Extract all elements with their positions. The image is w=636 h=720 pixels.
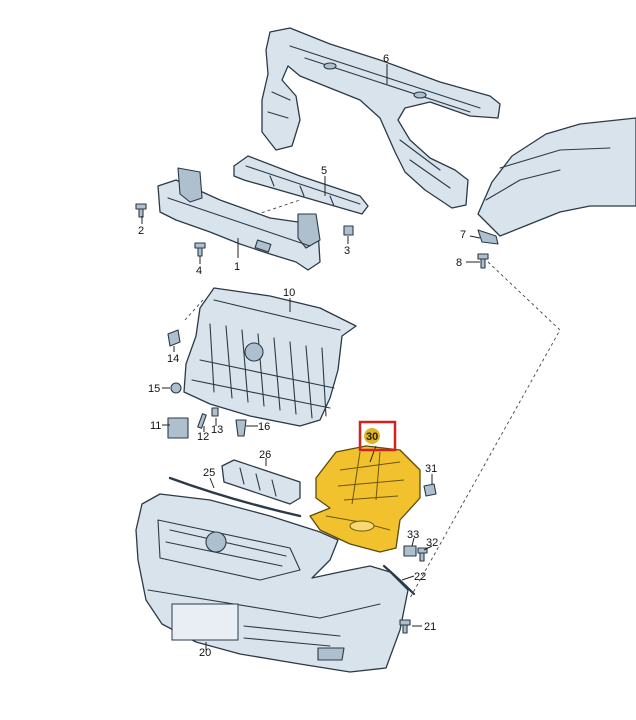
part-22-side-trim [382,564,416,596]
callout-22: 22 [414,571,426,583]
callout-3: 3 [344,245,350,257]
callout-20: 20 [199,647,211,659]
part-2-bolt [135,203,147,218]
fasteners [135,203,499,634]
callout-30: 30 [366,431,378,443]
part-10-grille-frame [183,287,357,427]
callout-1: 1 [234,261,240,273]
part-14-clip [167,329,181,347]
callout-5: 5 [321,165,327,177]
callout-31: 31 [425,463,437,475]
part-11-bracket [167,417,189,439]
part-13-clip [211,407,219,417]
part-7-clip [477,229,499,245]
callout-7: 7 [460,229,466,241]
callout-25: 25 [203,467,215,479]
part-5-bracket [233,155,369,215]
part-32-screw [417,547,428,562]
callout-14: 14 [167,353,179,365]
callout-16: 16 [258,421,270,433]
callout-6: 6 [383,53,389,65]
part-8-screw [477,253,489,269]
part-20-bumper-cover [135,493,409,673]
callout-33: 33 [407,529,419,541]
part-30-highlighted-bracket [309,445,421,553]
callout-labels: 6 5 1 2 4 3 7 8 10 14 15 11 12 13 16 26 … [138,53,466,659]
highlight-badge-30 [364,428,380,444]
part-25-trim-strip [168,476,302,518]
part-26-grille-insert [221,459,301,505]
callout-13: 13 [211,424,223,436]
callout-32: 32 [426,537,438,549]
part-15-nut [170,382,182,394]
callout-10: 10 [283,287,295,299]
part-21-screw [399,619,411,634]
highlight-box-30 [358,420,397,452]
callout-8: 8 [456,257,462,269]
callout-26: 26 [259,449,271,461]
part-12-screw [197,413,207,429]
part-31-clip [423,483,437,497]
callout-15: 15 [148,383,160,395]
callout-11: 11 [150,420,161,432]
leader-lines [141,64,481,650]
callout-12: 12 [197,431,209,443]
callout-4: 4 [196,265,202,277]
part-6-lock-carrier [261,27,501,209]
part-4-bolt [194,242,206,257]
fender-outline [477,117,636,237]
callout-21: 21 [424,621,436,633]
part-1-impact-member [157,167,321,271]
part-16-pin [235,419,247,437]
callout-2: 2 [138,225,144,237]
part-33-nut [403,545,417,557]
part-3-clip [343,225,354,236]
